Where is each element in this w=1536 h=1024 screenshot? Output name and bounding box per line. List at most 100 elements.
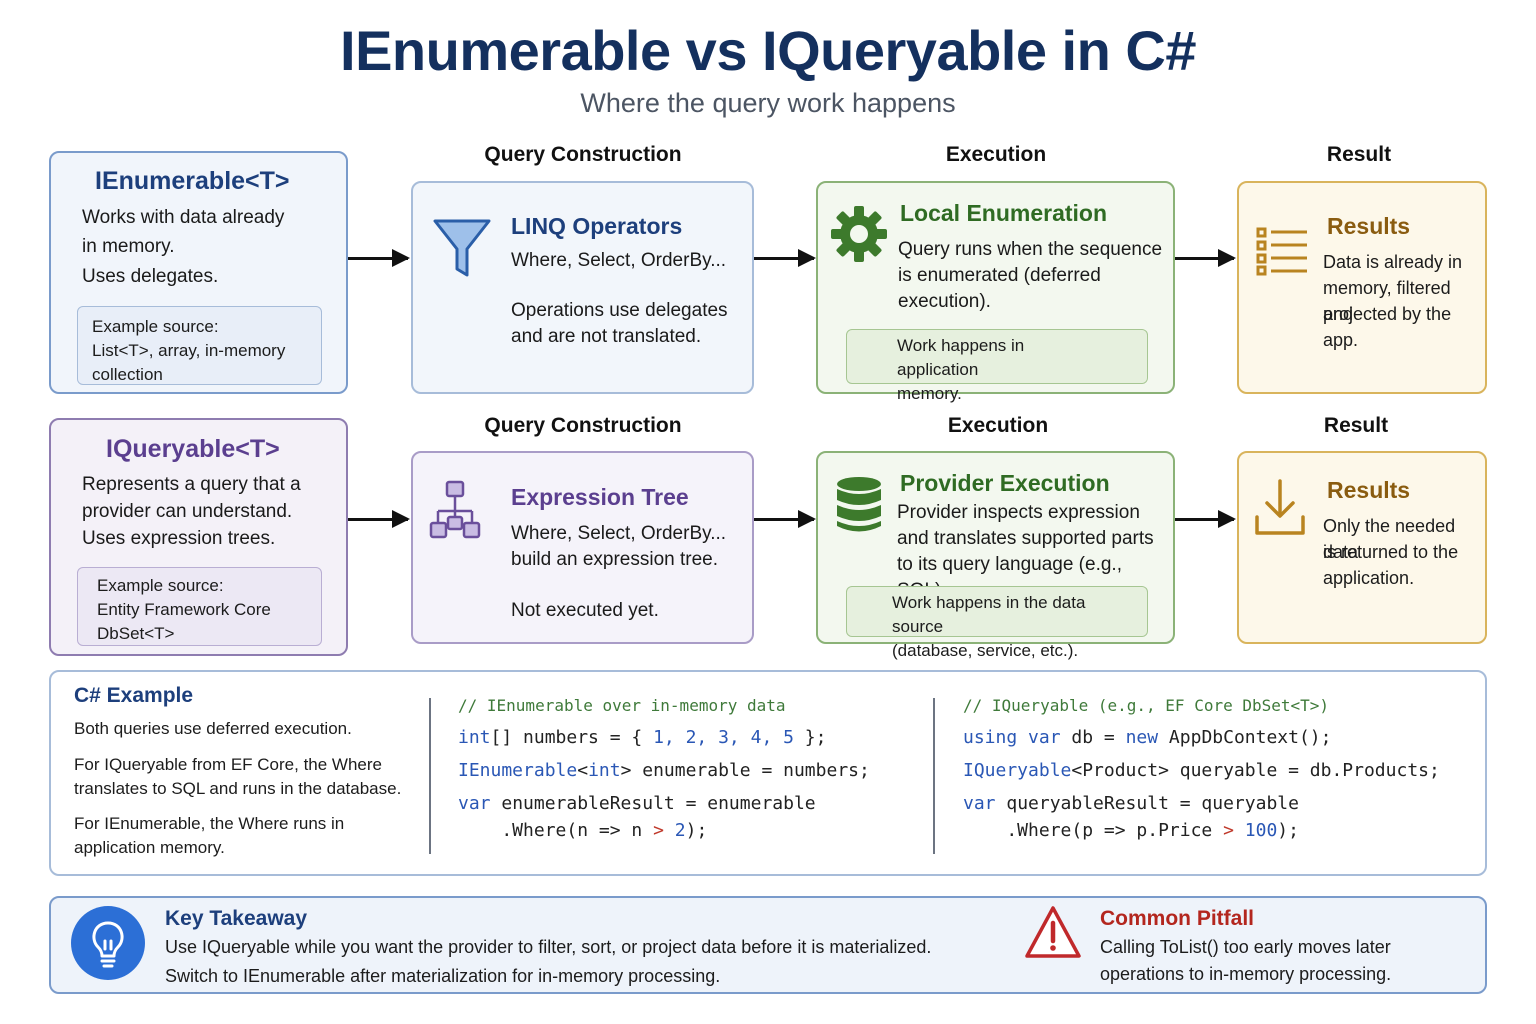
code-line-1: int[] numbers = { 1, 2, 3, 4, 5 }; [458,727,870,748]
ienumerable-title: IEnumerable<T> [95,167,290,195]
code-line-2: IQueryable<Product> queryable = db.Produ… [963,760,1440,781]
takeaway-line-1: Use IQueryable while you want the provid… [165,937,932,957]
arrow-execution-to-result [1175,249,1236,267]
code-text: db = [1060,727,1126,748]
linq-operators-desc-3: and are not translated. [511,326,702,347]
ienumerable-source-box: IEnumerable<T> Works with data already i… [49,151,348,394]
example-text-1: Both queries use deferred execution. [74,719,352,738]
page-subtitle: Where the query work happens [580,88,956,118]
takeaway-panel: Key Takeaway Use IQueryable while you wa… [49,896,1487,994]
code-text: [] numbers = { [490,727,654,748]
example-label: Example source: [97,576,224,595]
code-operator: > [1223,820,1234,841]
linq-operators-desc-1: Where, Select, OrderBy... [511,250,727,271]
iqueryable-source-box: IQueryable<T> Represents a query that a … [49,418,348,656]
results-title-enumerable: Results [1327,213,1411,239]
csharp-example-panel: C# Example Both queries use deferred exe… [49,670,1487,876]
code-text: > enumerable = numbers; [620,760,870,781]
code-number: 100 [1244,820,1278,841]
code-keyword: int [458,727,491,748]
code-text: < [577,760,589,781]
ienumerable-desc-1: Works with data already [82,207,285,228]
tree-icon [429,480,481,539]
code-type: IEnumerable [458,760,578,781]
results-desc-3-enumerable: projected by the app. [1323,304,1452,350]
code-keyword: new [1125,727,1159,748]
arrow-construction-to-execution [754,249,816,267]
code-comment: // IQueryable (e.g., EF Core DbSet<T>) [963,696,1330,715]
column-header-execution-2: Execution [947,414,1049,437]
local-enumeration-title: Local Enumeration [900,200,1108,226]
code-text: ); [685,820,708,841]
results-desc-1-queryable: Only the needed data [1323,516,1456,562]
iqueryable-example-source: Example source: Entity Framework Core Db… [77,567,322,646]
code-number: 1, 2, 3, 4, 5 [653,727,794,748]
code-text: <Product> queryable = db.Products; [1071,760,1440,781]
pitfall-line-1: Calling ToList() too early moves later [1100,937,1391,957]
example-value-2: collection [92,365,163,384]
arrow-source-to-construction [348,249,410,267]
code-text: enumerableResult = enumerable [490,793,816,814]
example-text-2: For IQueryable from EF Core, the Where t… [74,753,401,801]
example-value-1: Entity Framework Core [97,600,271,619]
provider-execution-desc-2: and translates supported parts [897,528,1154,549]
filter-funnel-icon [433,219,491,277]
column-header-construction-2: Query Construction [484,414,682,437]
ienumerable-example-source: Example source: List<T>, array, in-memor… [77,306,322,385]
expression-tree-desc-3: Not executed yet. [511,600,659,621]
provider-execution-title: Provider Execution [900,470,1110,496]
iqueryable-desc-3: Uses expression trees. [82,528,276,549]
note-line-1: Work happens in application [897,336,1025,379]
example-text-2-line-2: translates to SQL and runs in the databa… [74,779,402,798]
code-text: .Where(p => p.Price [963,820,1224,841]
page-title: IEnumerable vs IQueryable in C# [340,19,1196,82]
code-comment: // IEnumerable over in-memory data [458,696,786,715]
warning-icon [1025,906,1081,958]
takeaway-title: Key Takeaway [165,907,308,930]
example-value-2: DbSet<T> [97,624,175,643]
results-box-queryable: Results Only the needed data is returned… [1237,451,1487,644]
pitfall-line-2: operations to in-memory processing. [1100,964,1392,984]
local-enumeration-desc-2: is enumerated (deferred [898,265,1101,286]
takeaway-line-2: Switch to IEnumerable after materializat… [165,966,721,986]
provider-execution-desc-1: Provider inspects expression [897,502,1140,523]
code-keyword: using [963,727,1018,748]
note-line-1: Work happens in the data source [892,593,1086,636]
expression-tree-title: Expression Tree [511,484,689,510]
code-type: IQueryable [963,760,1072,781]
expression-tree-desc-1: Where, Select, OrderBy... [511,523,727,544]
expression-tree-box: Expression Tree Where, Select, OrderBy..… [411,451,754,644]
column-header-execution: Execution [945,143,1047,166]
code-line-1: using var db = new AppDbContext(); [963,727,1440,748]
code-keyword: var [458,793,491,814]
iqueryable-title: IQueryable<T> [106,435,280,463]
code-line-4: .Where(p => p.Price > 100); [963,820,1440,841]
code-divider-1 [429,698,431,854]
code-text: }; [793,727,827,748]
local-enumeration-desc-1: Query runs when the sequence [898,239,1163,260]
note-line-2: memory. [897,384,962,403]
ienumerable-desc-3: Uses delegates. [82,266,219,287]
code-text: .Where(n => n [458,820,654,841]
provider-execution-box: Provider Execution Provider inspects exp… [816,451,1175,660]
download-icon [1255,479,1305,535]
code-line-3: var queryableResult = queryable [963,793,1440,814]
results-desc-2-queryable: is returned to the [1323,542,1459,562]
column-header-result: Result [1326,143,1392,166]
local-enumeration-box: Local Enumeration Query runs when the se… [816,181,1175,403]
database-icon [837,477,881,532]
lightbulb-icon [71,906,145,980]
note-line-2: (database, service, etc.). [892,641,1079,660]
results-desc-2-enumerable: memory, filtered and [1323,278,1451,324]
code-keyword: var [1028,727,1061,748]
iqueryable-desc-2: provider can understand. [82,501,293,522]
ienumerable-desc-2: in memory. [82,236,175,257]
code-text: ); [1277,820,1299,841]
expression-tree-desc-2: build an expression tree. [511,549,719,570]
arrow-construction-to-execution-2 [754,510,816,528]
code-line-2: IEnumerable<int> enumerable = numbers; [458,760,870,781]
example-label: Example source: [92,317,219,336]
list-icon [1256,227,1307,276]
local-enumeration-note: Work happens in application memory. [846,329,1148,403]
example-value-1: List<T>, array, in-memory [92,341,286,360]
